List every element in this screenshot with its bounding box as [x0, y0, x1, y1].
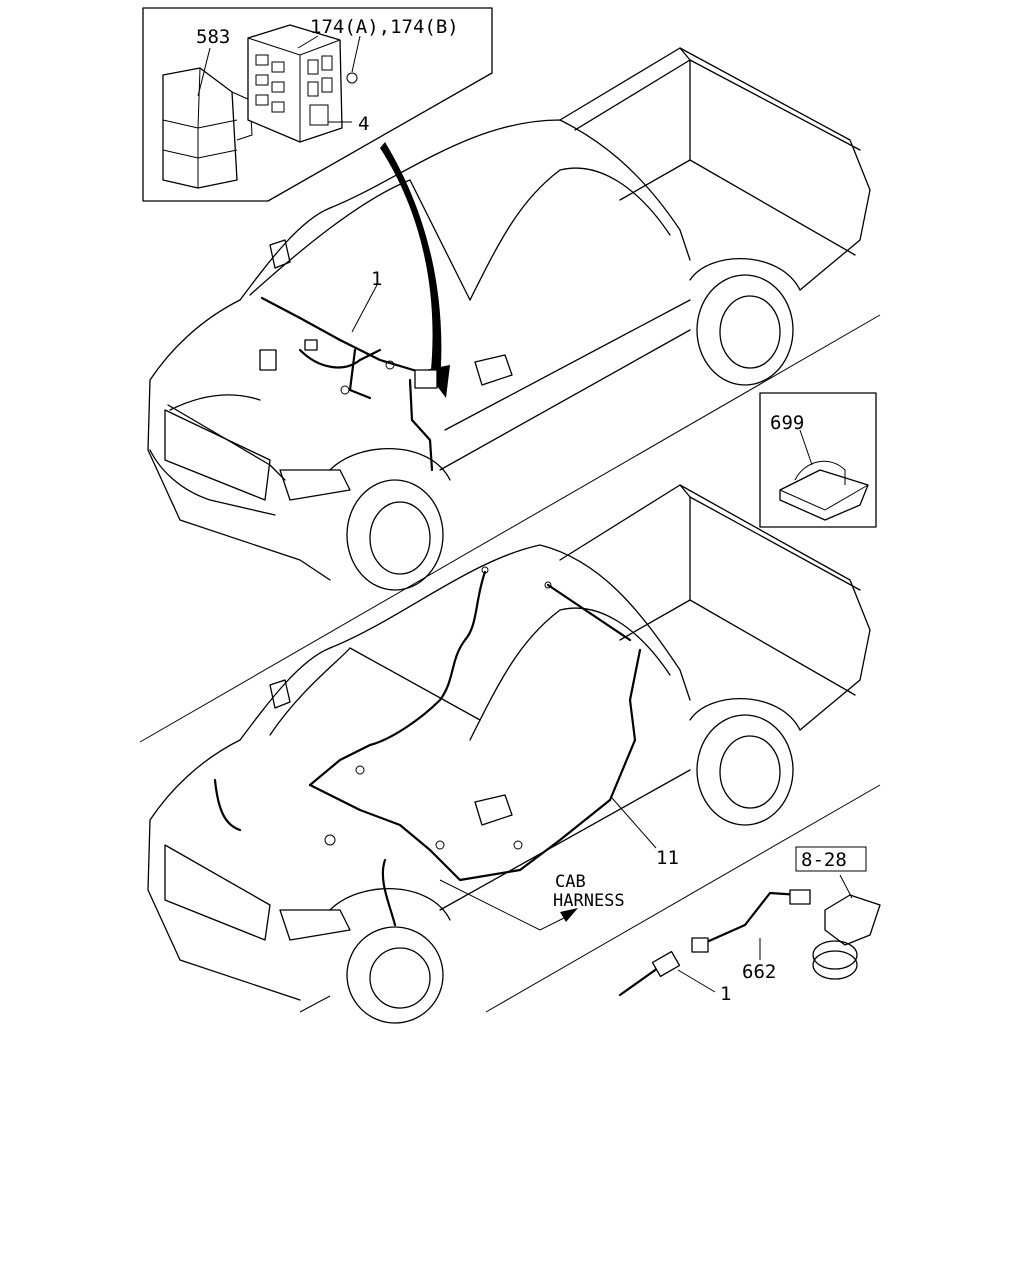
callout-583: 583 — [196, 26, 230, 48]
callout-699: 699 — [770, 412, 804, 434]
fuse-box-part — [247, 24, 358, 143]
relay-cover-part — [162, 67, 253, 189]
divider-line — [139, 314, 881, 743]
callout-11: 11 — [656, 847, 679, 869]
truck-top-illustration: 1 — [147, 47, 871, 591]
callout-1-bottom: 1 — [720, 983, 731, 1005]
cab-harness-label-line2: HARNESS — [553, 891, 625, 911]
callout-1-top: 1 — [371, 268, 382, 290]
inset-clip: 699 — [759, 392, 877, 528]
sub-harness-detail: 8-28 662 1 — [618, 846, 881, 1005]
callout-174: 174(A),174(B) — [310, 16, 459, 38]
ref-box-8-28 — [795, 846, 867, 872]
inset-fuse-relay-box: 583 174(A),174(B) 4 — [142, 7, 493, 202]
inset-pointer-arrow — [380, 142, 442, 382]
truck-bottom-illustration: 11 CAB HARNESS — [147, 484, 871, 1024]
ref-8-28: 8-28 — [801, 849, 847, 871]
callout-662: 662 — [742, 961, 776, 983]
callout-4: 4 — [358, 113, 369, 135]
cab-harness-label-line1: CAB — [555, 872, 586, 892]
